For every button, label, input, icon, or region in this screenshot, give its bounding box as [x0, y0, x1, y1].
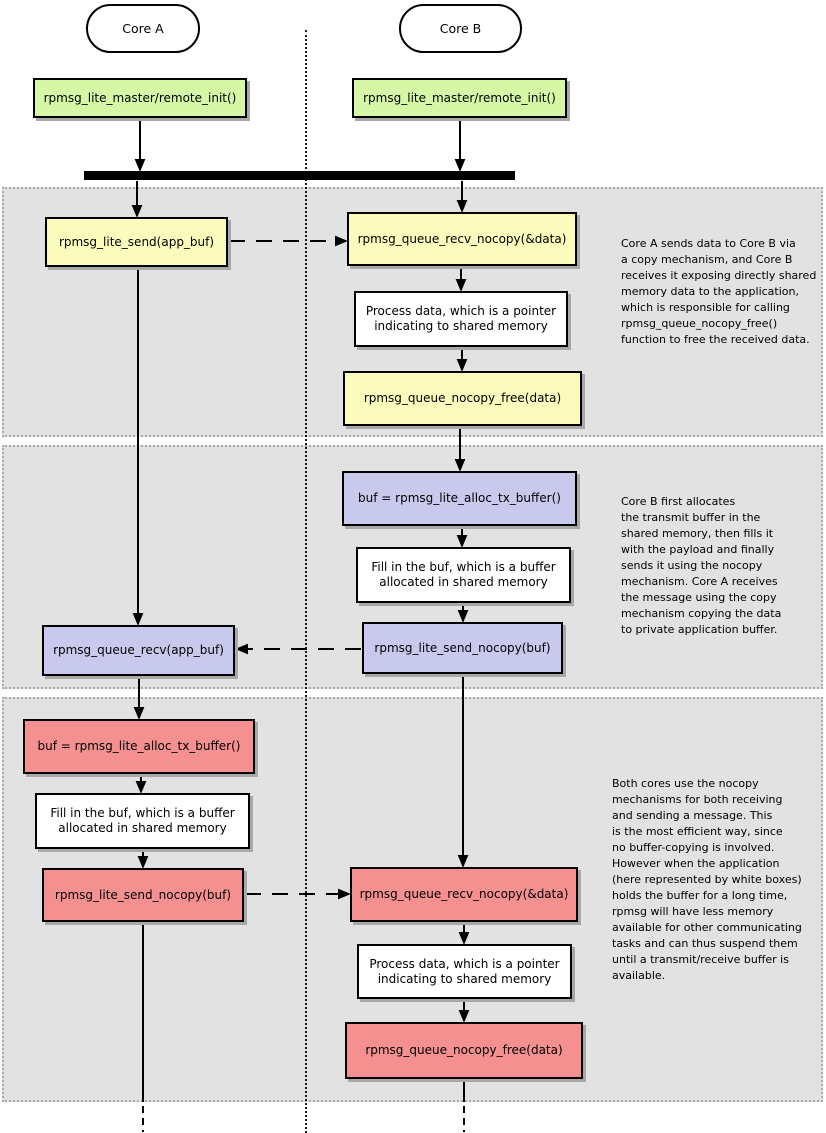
node-s3-lite-send-nocopy: rpmsg_lite_send_nocopy(buf) — [42, 868, 244, 922]
node-s3-queue-recv-nocopy: rpmsg_queue_recv_nocopy(&data) — [350, 867, 578, 922]
cross-core-message-arrows — [229, 235, 361, 900]
node-s2-queue-recv: rpmsg_queue_recv(app_buf) — [42, 625, 235, 676]
node-s3-alloc-tx-buffer: buf = rpmsg_lite_alloc_tx_buffer() — [23, 719, 255, 774]
core-b-lifeline-arrows — [454, 120, 470, 1132]
core-a-lifeline-arrows — [131, 120, 149, 1132]
init-sync-bar — [84, 171, 515, 180]
node-s1-queue-recv-nocopy: rpmsg_queue_recv_nocopy(&data) — [347, 212, 577, 266]
node-s2-alloc-tx-buffer: buf = rpmsg_lite_alloc_tx_buffer() — [342, 471, 577, 526]
node-s1-process-data: Process data, which is a pointer indicat… — [354, 291, 568, 347]
core-boundary-divider-line — [305, 30, 307, 1133]
node-s2-fill-buffer: Fill in the buf, which is a buffer alloc… — [356, 547, 571, 603]
note-nocopy-both: Both cores use the nocopy mechanisms for… — [612, 777, 802, 982]
node-s2-lite-send-nocopy: rpmsg_lite_send_nocopy(buf) — [362, 622, 563, 674]
note-nocopy-to-copy: Core B first allocates the transmit buff… — [621, 495, 782, 636]
node-s3-process-data: Process data, which is a pointer indicat… — [357, 944, 572, 999]
node-core-a-init: rpmsg_lite_master/remote_init() — [33, 78, 247, 118]
node-core-b-init: rpmsg_lite_master/remote_init() — [352, 78, 567, 118]
core-b-lane-label: Core B — [399, 4, 522, 53]
note-copy-to-nocopy: Core A sends data to Core B via a copy m… — [621, 237, 817, 346]
node-s1-queue-nocopy-free: rpmsg_queue_nocopy_free(data) — [343, 371, 582, 426]
core-a-lane-label: Core A — [86, 4, 200, 53]
node-s3-queue-nocopy-free: rpmsg_queue_nocopy_free(data) — [345, 1022, 583, 1079]
node-s3-fill-buffer: Fill in the buf, which is a buffer alloc… — [35, 793, 250, 849]
node-s1-rpmsg-lite-send: rpmsg_lite_send(app_buf) — [45, 217, 228, 267]
